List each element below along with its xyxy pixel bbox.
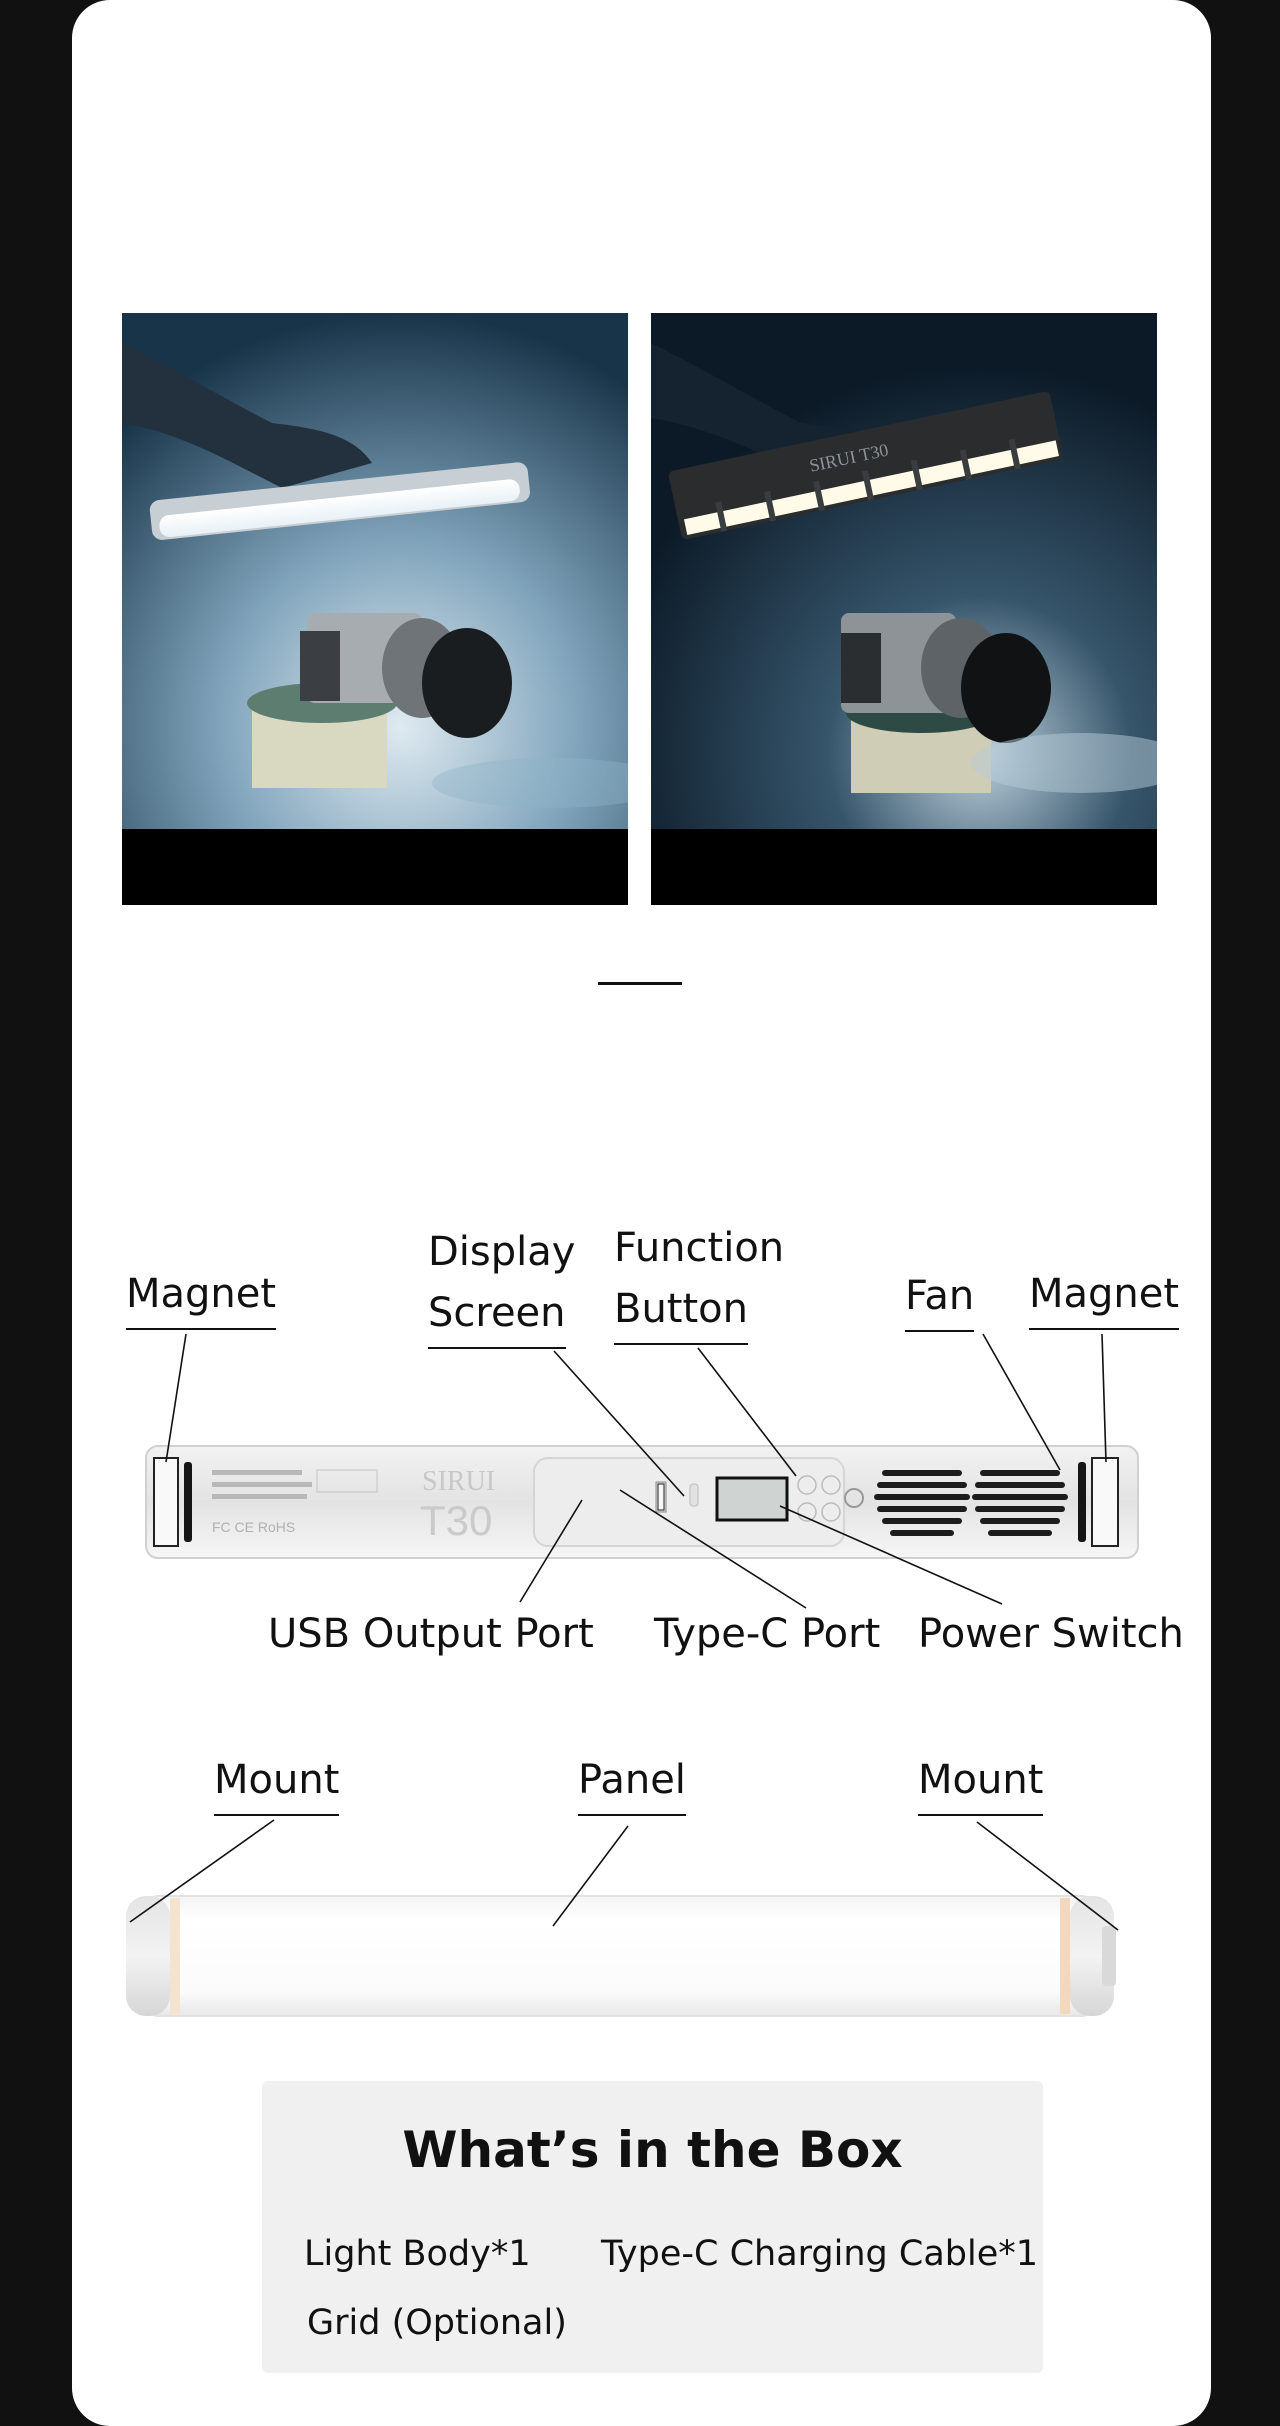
label-magnet-left: Magnet — [126, 1274, 277, 1330]
product-card: SIRUI T30 Magnet Display Screen Function… — [72, 0, 1211, 2426]
label-panel: Panel — [578, 1760, 686, 1816]
box-title: What’s in the Box — [402, 2121, 903, 2179]
certification-text: FC CE RoHS — [212, 1519, 295, 1535]
device-brand-text: SIRUI — [422, 1466, 495, 1497]
label-usb-output-port: USB Output Port — [268, 1611, 594, 1657]
label-typec-port: Type-C Port — [654, 1611, 881, 1657]
label-mount-left: Mount — [214, 1760, 340, 1816]
label-power-switch: Power Switch — [918, 1611, 1184, 1657]
product-photo-with-grid: SIRUI T30 — [651, 313, 1157, 905]
label-function-line1: Function — [614, 1225, 785, 1271]
whats-in-the-box-panel: What’s in the Box Light Body*1 Type-C Ch… — [262, 2081, 1043, 2373]
box-item-typec-cable: Type-C Charging Cable*1 — [601, 2234, 1039, 2274]
light-body-back-illustration: FC CE RoHS SIRUI T30 — [142, 1440, 1142, 1565]
label-display-line1: Display — [428, 1229, 576, 1275]
device-model-text: T30 — [420, 1497, 492, 1544]
product-photo-light-on — [122, 313, 628, 905]
box-item-light-body: Light Body*1 — [304, 2234, 531, 2274]
label-mount-right: Mount — [918, 1760, 1044, 1816]
section-divider — [598, 982, 682, 985]
label-fan: Fan — [905, 1276, 975, 1332]
light-body-front-illustration — [120, 1886, 1120, 2021]
label-magnet-right: Magnet — [1029, 1274, 1180, 1330]
label-display-line2: Screen — [428, 1293, 566, 1349]
label-function-line2: Button — [614, 1289, 748, 1345]
box-item-grid: Grid (Optional) — [307, 2303, 567, 2343]
